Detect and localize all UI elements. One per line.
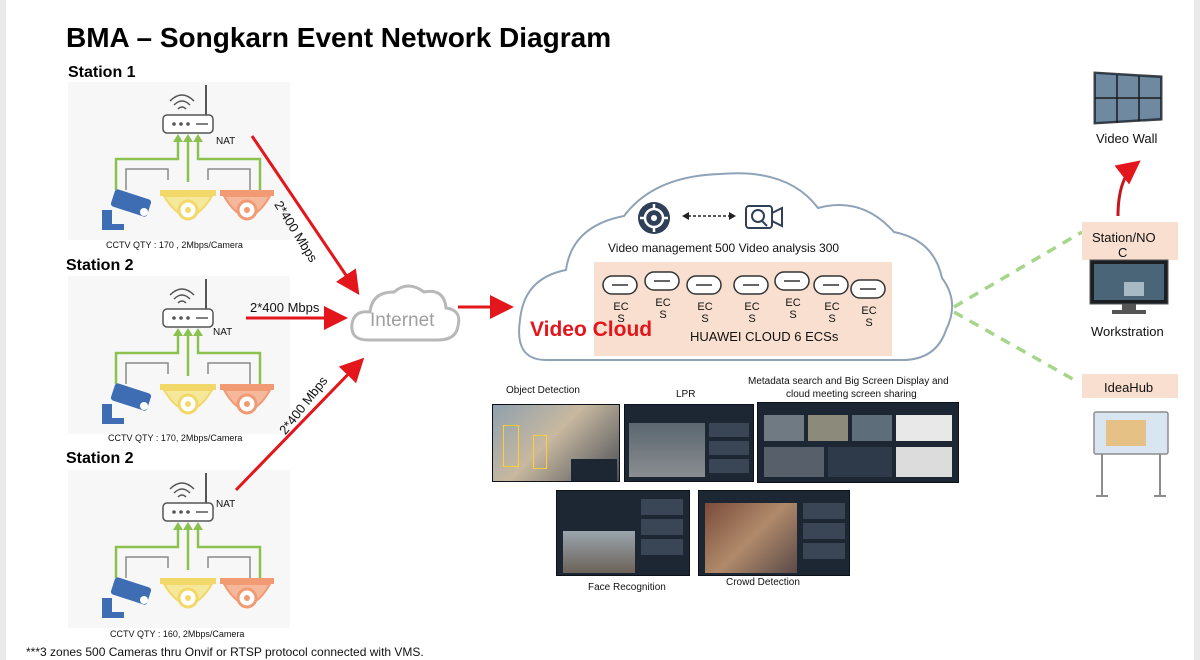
link-label-2: 2*400 Mbps: [250, 300, 320, 315]
workstation-icon: [1089, 259, 1169, 314]
lpr-screenshot: [624, 404, 754, 482]
ecs-label: EC: [824, 301, 840, 313]
cctv-qty-1: CCTV QTY : 170 , 2Mbps/Camera: [106, 240, 243, 250]
slide: BMA – Songkarn Event Network Diagram Sta…: [6, 0, 1194, 660]
link-arrow-1: [250, 135, 360, 295]
page-title: BMA – Songkarn Event Network Diagram: [66, 22, 612, 53]
nat-label-3: NAT: [216, 499, 236, 510]
link-arrow-3: [234, 357, 365, 492]
station-label-3: Station 2: [66, 450, 134, 467]
ecs-label-s: S: [701, 313, 709, 325]
ecs-label: EC: [744, 301, 760, 313]
ecs-label: EC: [861, 305, 877, 317]
station-noc-line1: Station/NO: [1092, 230, 1156, 245]
station-noc-line2: C: [1118, 245, 1128, 260]
ecs-label-s: S: [789, 309, 797, 321]
internet-label: Internet: [370, 310, 435, 331]
video-analysis-icon: [745, 205, 783, 229]
ideahub-label: IdeaHub: [1104, 380, 1154, 395]
nat-label-2: NAT: [213, 327, 233, 338]
station-label-2: Station 2: [66, 257, 134, 274]
footnote: ***3 zones 500 Cameras thru Onvif or RTS…: [26, 645, 424, 659]
station-label-1: Station 1: [68, 64, 136, 81]
nat-label-1: NAT: [216, 136, 236, 147]
huawei-cloud-label: HUAWEI CLOUD 6 ECSs: [690, 329, 839, 344]
video-wall-label: Video Wall: [1096, 131, 1158, 146]
face-recognition-caption: Face Recognition: [588, 582, 666, 593]
ideahub-display-icon: [1093, 411, 1169, 497]
crowd-detection-caption: Crowd Detection: [726, 577, 800, 588]
ideahub-box: [1082, 374, 1178, 398]
face-recognition-screenshot: [556, 490, 690, 576]
video-cloud-label: Video Cloud: [530, 318, 653, 341]
ecs-label: EC: [785, 297, 801, 309]
metadata-caption-line1: Metadata search and Big Screen Display a…: [748, 376, 949, 387]
ecs-label: EC: [655, 297, 671, 309]
station-noc-box: [1082, 222, 1178, 260]
cloud-to-ideahub-dashed: [953, 310, 1079, 384]
video-management-text: Video management 500: [608, 241, 736, 255]
ecs-label-s: S: [865, 317, 873, 329]
lpr-caption: LPR: [676, 389, 696, 400]
internet-cloud-icon: [350, 284, 461, 342]
ecs-label-s: S: [659, 309, 667, 321]
video-analysis-text: Video analysis 300: [738, 241, 840, 255]
video-management-label: Video management 500 Video analysis 300: [608, 241, 839, 255]
ecs-label-s: S: [748, 313, 756, 325]
ecs-label-s: S: [617, 313, 625, 325]
metadata-caption-line2: cloud meeting screen sharing: [786, 389, 917, 400]
metadata-screenshot: [757, 402, 959, 483]
workstation-label: Workstration: [1091, 324, 1164, 339]
object-detection-screenshot: [492, 404, 620, 482]
gear-icon: [638, 202, 670, 234]
cloud-to-noc-dashed: [953, 230, 1083, 309]
object-detection-caption: Object Detection: [506, 385, 580, 396]
ecs-label: EC: [613, 301, 629, 313]
noc-to-videowall-arrow: [1114, 160, 1141, 217]
ecs-label: EC: [697, 301, 713, 313]
ecs-label-s: S: [828, 313, 836, 325]
double-arrow-icon: [682, 212, 736, 220]
cctv-qty-2: CCTV QTY : 170, 2Mbps/Camera: [108, 433, 243, 443]
connection-lines: [234, 135, 1141, 492]
cctv-qty-3: CCTV QTY : 160, 2Mbps/Camera: [110, 629, 245, 639]
crowd-detection-screenshot: [698, 490, 850, 576]
video-wall-icon: [1093, 71, 1163, 125]
